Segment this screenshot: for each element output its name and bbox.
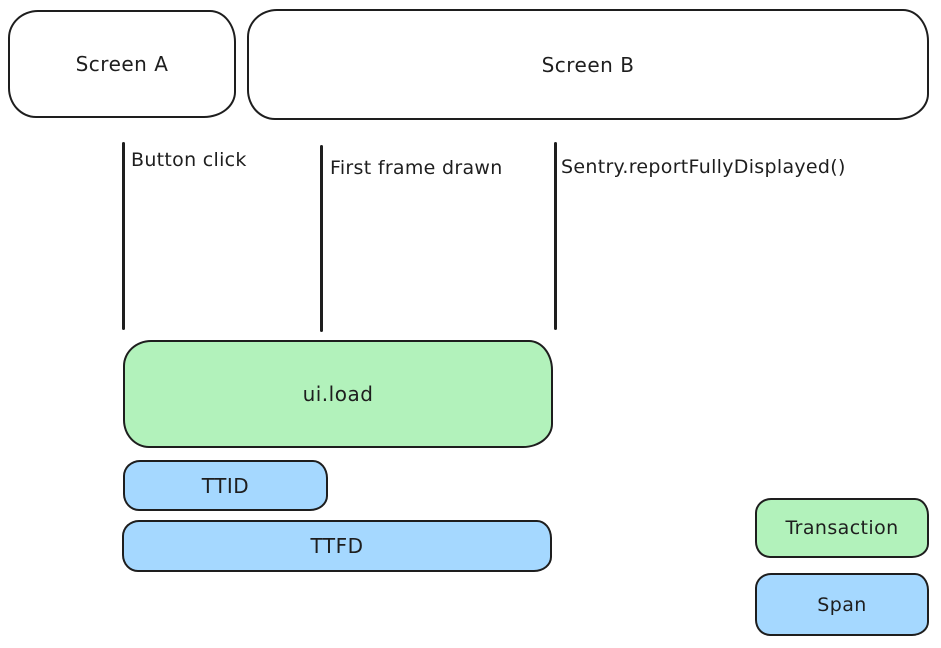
event-label-report-fully-displayed: Sentry.reportFullyDisplayed(): [561, 156, 846, 178]
event-label-button-click: Button click: [131, 149, 247, 171]
event-line-report-fully-displayed: [554, 142, 557, 330]
legend-span: Span: [755, 573, 929, 636]
span-bar-ttfd-label: TTFD: [310, 534, 364, 558]
span-bar-ttfd: TTFD: [122, 520, 552, 572]
span-bar-ttid-label: TTID: [201, 473, 250, 498]
legend-span-label: Span: [817, 593, 867, 616]
span-bar-ttid: TTID: [123, 460, 328, 511]
screen-a-box: Screen A: [8, 10, 236, 118]
transaction-bar-ui-load-label: ui.load: [302, 382, 374, 406]
legend-transaction: Transaction: [755, 498, 929, 558]
event-label-first-frame-drawn: First frame drawn: [330, 157, 503, 179]
screen-b-box: Screen B: [247, 9, 929, 120]
screen-a-label: Screen A: [75, 52, 169, 76]
event-line-button-click: [122, 142, 125, 330]
screen-b-label: Screen B: [541, 52, 635, 77]
event-line-first-frame-drawn: [320, 145, 323, 332]
transaction-bar-ui-load: ui.load: [123, 340, 553, 448]
legend-transaction-label: Transaction: [785, 517, 899, 539]
